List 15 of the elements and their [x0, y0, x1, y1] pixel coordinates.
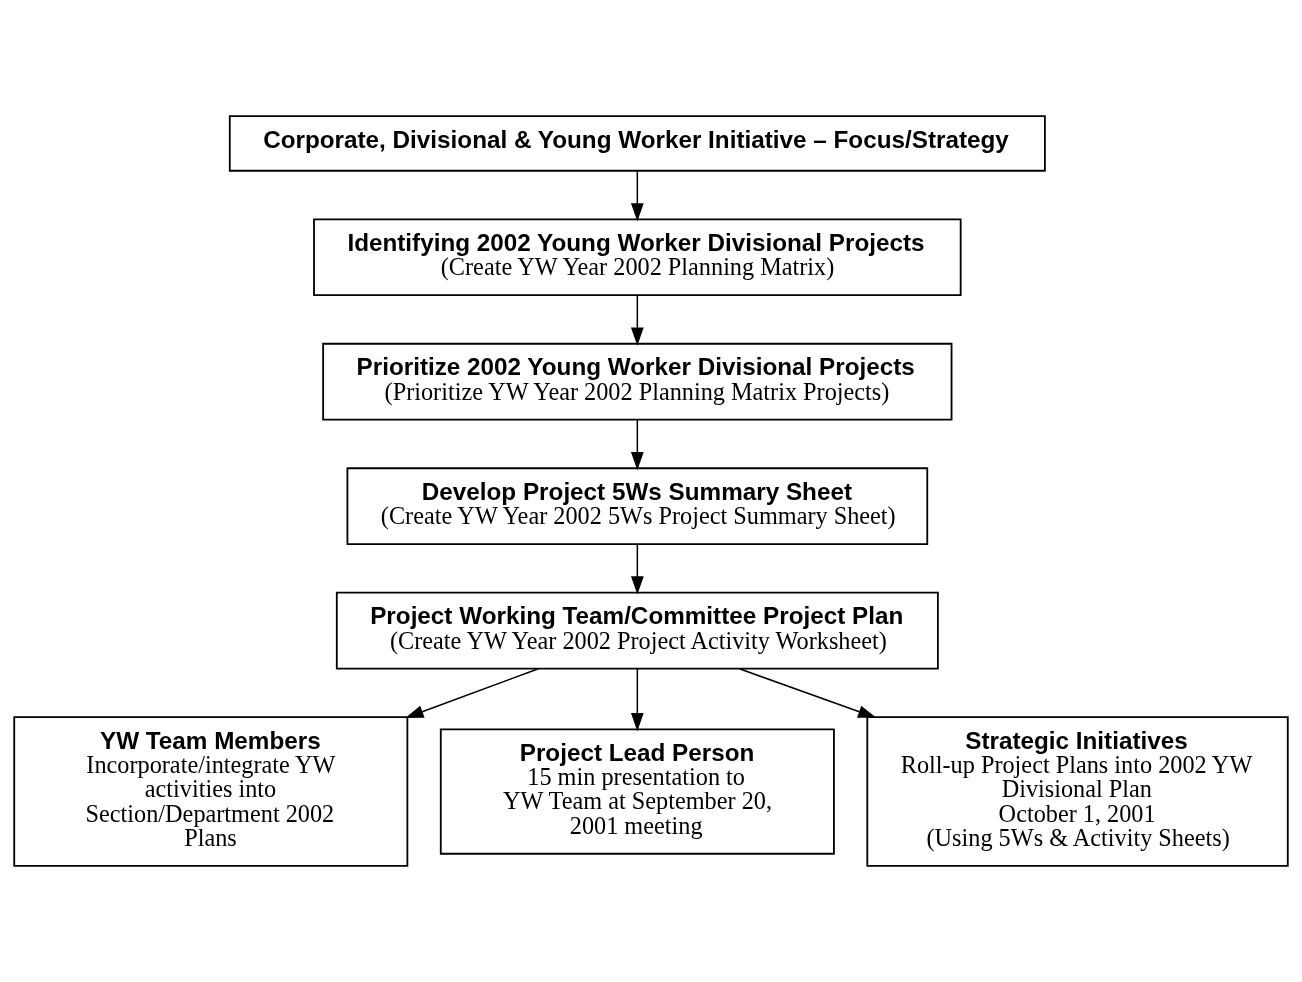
node-box: Corporate, Divisional & Young Worker Initiative – Focus/Strategy: [228, 115, 1046, 172]
node-box: Project Working Team/Committee Project Plan (Create YW Year 2002 Project Activity Worksheet): [335, 591, 939, 670]
arrow: [630, 170, 644, 222]
arrow: [405, 668, 540, 719]
node-box: Strategic Initiatives Roll-up Project Plans into 2002 YW Divisional Plan October 1, 2001 (Using 5Ws & Activity Sheets): [866, 716, 1289, 867]
node-box: Develop Project 5Ws Summary Sheet (Create YW Year 2002 5Ws Project Summary Sheet): [346, 467, 929, 546]
node-box: Identifying 2002 Young Worker Divisional Projects (Create YW Year 2002 Planning Matrix): [313, 218, 962, 297]
node-box: Prioritize 2002 Young Worker Divisional Projects (Prioritize YW Year 2002 Planning Matrix Projects): [322, 342, 953, 421]
arrow: [630, 294, 644, 346]
arrow: [630, 418, 644, 471]
node-box: Project Lead Person 15 min presentation to YW Team at September 20, 2001 meeting: [439, 728, 835, 855]
arrow: [630, 543, 644, 595]
arrow: [738, 668, 877, 718]
arrow: [630, 668, 644, 732]
node-box: YW Team Members Incorporate/integrate YW activities into Section/Department 2002 Plans: [13, 716, 409, 867]
